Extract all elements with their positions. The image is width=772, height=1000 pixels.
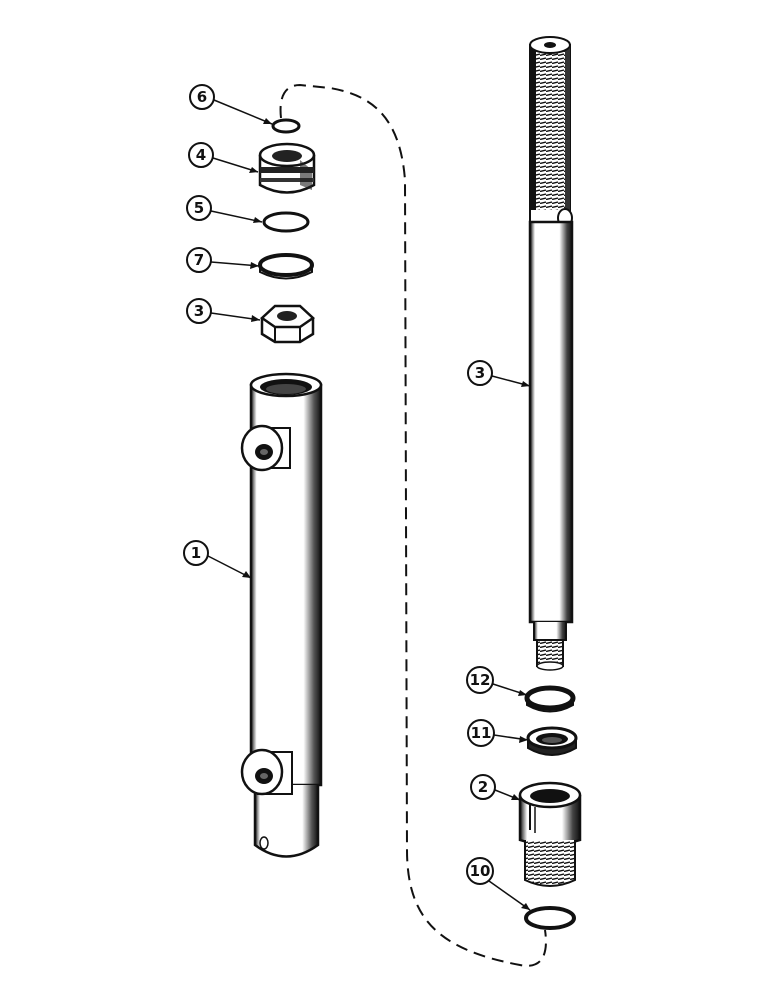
callout-11: 11 [467,719,529,747]
callout-5: 3 [186,298,261,324]
callout-6: 6 [189,84,273,125]
gland-part-2 [518,781,582,887]
callout-8: 7 [186,247,260,273]
callout-label-5: 3 [194,302,204,320]
callout-label-1: 1 [191,544,201,562]
callout-label-2: 2 [478,778,488,796]
cylinder-barrel-part-1 [240,372,323,858]
callout-label-12: 12 [470,671,491,689]
piston-part-4 [258,142,316,194]
callout-label-3: 3 [475,364,485,382]
assembly-dashed-line [279,83,547,967]
callout-label-10: 10 [470,862,491,880]
callout-2: 2 [470,774,521,801]
callout-4: 4 [188,142,259,173]
callout-label-8: 7 [194,251,204,269]
callout-10: 10 [466,857,531,911]
callout-label-7: 5 [194,199,204,217]
callout-12: 12 [466,666,528,696]
o-ring-part-10 [524,906,576,930]
hex-nut-part-5 [260,304,315,344]
callout-3: 3 [467,360,531,387]
piston-rod-part-3 [528,36,574,671]
seal-ring-part-8 [258,253,314,280]
seal-ring-part-12 [524,685,576,713]
callout-label-4: 4 [196,146,206,164]
wiper-seal-part-11 [526,726,578,756]
callout-label-11: 11 [471,724,492,742]
o-ring-part-6 [271,118,301,134]
seal-ring-part-7 [262,211,310,233]
callout-label-6: 6 [197,88,207,106]
callout-7: 5 [186,195,263,223]
callout-1: 1 [183,540,252,579]
